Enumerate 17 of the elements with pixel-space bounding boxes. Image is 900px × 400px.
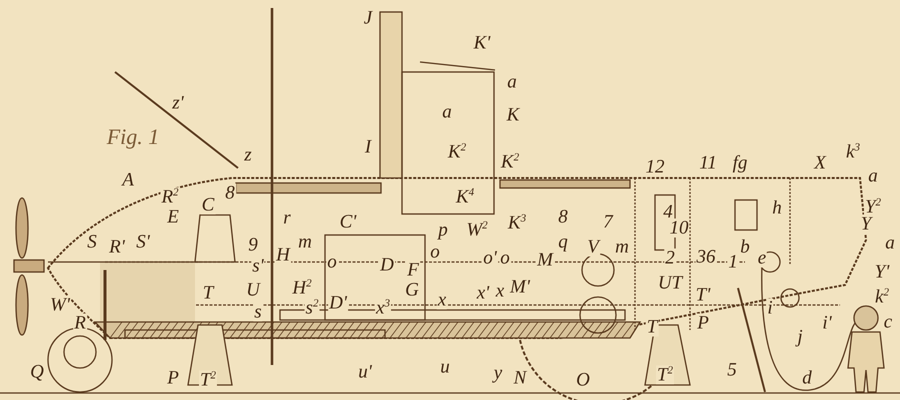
callout-letter: V — [586, 238, 600, 256]
callout-letter: 10 — [668, 218, 690, 238]
callout-letter: Q — [29, 362, 45, 382]
callout-letter: fg — [732, 154, 748, 172]
callout-letter: j — [796, 328, 804, 346]
callout-letter: Y — [860, 214, 872, 234]
callout-letter: e — [756, 248, 768, 268]
callout-letter: T$^{2}$ — [656, 365, 674, 385]
callout-letter: s — [253, 302, 263, 322]
callout-letter: H — [275, 246, 291, 264]
callout-letter: D' — [328, 294, 348, 312]
figure-label: Fig. 1 — [106, 126, 160, 148]
callout-letter: R — [73, 314, 87, 332]
callout-letter: C — [200, 196, 216, 214]
callout-letter: T' — [694, 286, 712, 304]
callout-letter: T — [646, 318, 658, 336]
callout-letter: Y$^{2}$ — [864, 197, 882, 217]
